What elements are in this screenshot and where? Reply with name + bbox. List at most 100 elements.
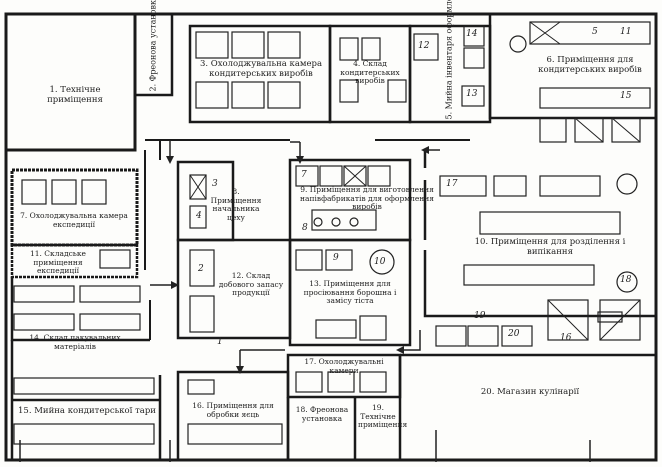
equip-number: 1 (217, 337, 223, 347)
wall-room-7 (10, 168, 139, 247)
equip-cell (339, 79, 359, 103)
equip-number: 13 (466, 89, 478, 99)
equip-cell (267, 31, 301, 59)
equip-cell (493, 175, 527, 197)
wall-room-10 (423, 150, 656, 318)
arrow-head (296, 156, 304, 164)
arrow-head (166, 156, 174, 164)
wall-room-2 (135, 14, 174, 97)
equip-cell (231, 31, 265, 59)
equip-cell (231, 81, 265, 109)
equip-cell (547, 299, 589, 341)
equip-cross (189, 21, 641, 341)
equip-round (313, 217, 323, 227)
equip-cell (295, 165, 319, 187)
flow-arrow (239, 349, 285, 370)
equip-number: 15 (620, 91, 632, 101)
equip-round (331, 217, 341, 227)
equip-cell (539, 87, 651, 109)
equip-cell (189, 174, 207, 200)
equip-cell (439, 175, 487, 197)
wall-room-1 (6, 14, 137, 152)
equip-cell (267, 81, 301, 109)
equip-cell (574, 117, 604, 143)
equip-number: 9 (333, 253, 339, 263)
equip-cell (189, 205, 207, 229)
equip-cell (539, 175, 601, 197)
room-2-label: 2. Фреонова установка (148, 0, 158, 92)
equip-cell (435, 325, 467, 347)
arrow-head (421, 146, 429, 154)
room-4-label: 4. Склад кондитерських виробів (340, 59, 400, 85)
flow-arrow (19, 430, 591, 462)
equip-number: 11 (620, 27, 632, 37)
equip-cell (295, 249, 323, 271)
equip-round (369, 249, 395, 275)
equip-cell (539, 117, 567, 143)
equip-number: 20 (508, 329, 520, 339)
equip-cell (501, 325, 533, 347)
equip-cell (189, 249, 215, 287)
flow-arrow (400, 330, 421, 351)
equip-cell (611, 117, 641, 143)
wall-corridor-misc (144, 140, 161, 340)
equip-cell (21, 179, 47, 205)
wall-room-11 (10, 243, 139, 279)
equip-cell (463, 264, 595, 286)
room-10-label: 10. Приміщення для розділення і випіканн… (474, 237, 626, 257)
room-6-label: 6. Приміщення для кондитерських виробів (538, 55, 642, 75)
equip-cell (387, 79, 407, 103)
room-13-label: 13. Приміщення для просіювання борошна і… (303, 279, 397, 305)
equip-number: 18 (620, 275, 632, 285)
room-7-label: 7. Охолоджувальна камера експедиції (20, 211, 128, 229)
equip-cell (187, 379, 215, 395)
equip-cell (327, 371, 355, 393)
equip-cell (189, 295, 215, 333)
equip-cell (463, 25, 485, 47)
wall-room-18-19 (286, 355, 402, 460)
equip-cell (467, 325, 499, 347)
outer-wall (4, 12, 658, 462)
equip-cell (599, 299, 641, 341)
equip-cell (51, 179, 77, 205)
equip-cell (367, 165, 391, 187)
equip-cell (13, 313, 75, 331)
equip-number: 5 (592, 27, 598, 37)
equip-round (349, 217, 359, 227)
equip-cell (359, 371, 387, 393)
equip-number: 3 (212, 179, 218, 189)
equip-cell (81, 179, 107, 205)
arrow-head (171, 281, 179, 289)
room-19-label: 19. Технічне приміщення (358, 403, 408, 429)
equip-cell (325, 249, 353, 271)
room-18-label: 18. Фреонова установка (295, 405, 349, 423)
room-14-label: 14. Склад пакувальних матеріалів (29, 333, 121, 351)
equip-cell (597, 311, 623, 323)
equip-round (616, 271, 638, 293)
room-11-label: 11. Складське приміщення експедиції (29, 249, 86, 275)
equip-number: 19 (474, 311, 486, 321)
equip-cell (79, 313, 141, 331)
equip-cell (187, 423, 283, 445)
equip-cell (13, 423, 155, 445)
arrow-head (396, 346, 404, 354)
equip-number: 8 (302, 223, 308, 233)
equip-cell (319, 165, 343, 187)
equip-cell (359, 315, 387, 341)
equip-cell (13, 285, 75, 303)
room-15-label: 15. Мийна кондитерської тари (18, 406, 156, 416)
equip-cell (343, 165, 367, 187)
equip-number: 16 (560, 333, 572, 343)
equip-cell (413, 33, 439, 61)
room-8-label: 8. Приміщення начальника цеху (210, 187, 262, 222)
room-1-label: 1. Технічне приміщення (47, 85, 103, 105)
equip-number: 12 (418, 41, 430, 51)
equip-cell (479, 211, 621, 235)
room-20-label: 20. Магазин кулінарії (480, 387, 580, 397)
equip-round (616, 173, 638, 195)
equip-cell (529, 21, 651, 45)
wall-room-15 (10, 340, 162, 460)
equip-number: 4 (196, 211, 202, 221)
